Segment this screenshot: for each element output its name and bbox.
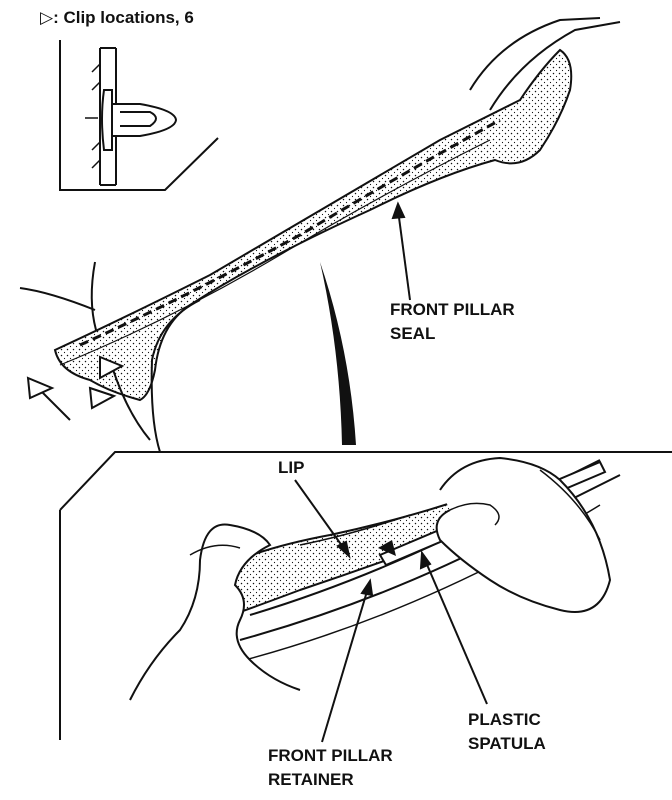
clip-triangle-icon — [26, 376, 55, 400]
seal-leader — [391, 201, 411, 301]
clip-triangle-icon — [88, 386, 117, 410]
label-front-pillar-seal-line2: SEAL — [390, 324, 436, 343]
clip-legend-text: : Clip locations, 6 — [53, 8, 194, 27]
label-front-pillar-retainer-line2: RETAINER — [268, 770, 354, 789]
lower-detail — [129, 456, 621, 701]
inset-border — [59, 40, 219, 191]
zoom-wedge — [320, 262, 356, 445]
label-plastic-spatula-line2: SPATULA — [468, 734, 546, 753]
detail-frame — [59, 451, 672, 740]
label-plastic-spatula-line1: PLASTIC — [468, 710, 541, 729]
clip-triangle-icon — [99, 355, 125, 380]
label-lip: LIP — [278, 458, 305, 477]
clip-legend: ▷: Clip locations, 6 — [40, 8, 194, 27]
lower-leaders — [294, 479, 488, 743]
front-pillar-seal — [53, 48, 573, 402]
label-front-pillar-retainer-line1: FRONT PILLAR — [268, 746, 393, 765]
clip-triangles — [26, 355, 125, 410]
label-front-pillar-seal-line1: FRONT PILLAR — [390, 300, 515, 319]
clip-triangle-icon: ▷ — [40, 8, 54, 27]
clip-detail-inset — [59, 40, 219, 191]
